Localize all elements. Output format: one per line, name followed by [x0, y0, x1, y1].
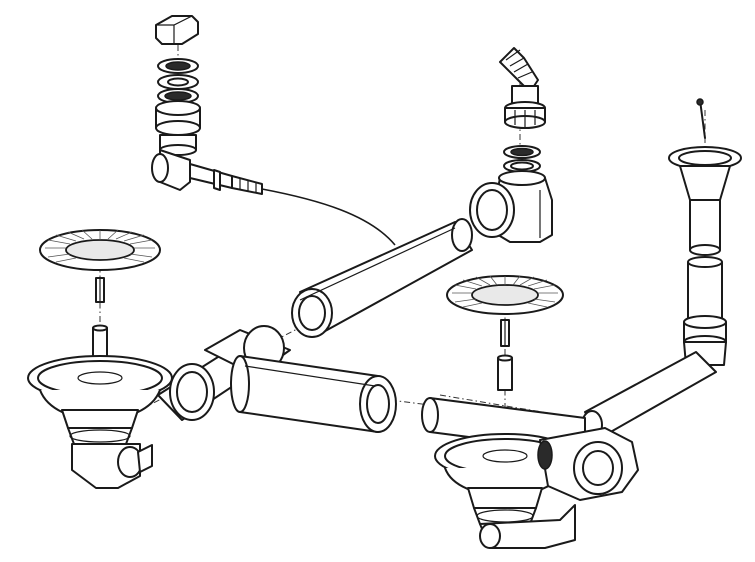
tailpiece-assembly — [668, 98, 742, 366]
pop-up-knob-icon — [155, 15, 199, 45]
left-drain-bowl — [27, 355, 173, 489]
diagonal-pipe — [291, 218, 473, 338]
control-cable — [261, 188, 396, 246]
overflow-elbow-assembly — [469, 47, 553, 243]
right-strainer-basket — [446, 275, 564, 391]
right-connector-pipe — [581, 351, 717, 440]
left-strainer-basket — [39, 229, 161, 361]
overflow-elbow-icon — [499, 47, 539, 93]
pop-up-knob-assembly — [151, 15, 396, 246]
pipe-icon — [584, 351, 717, 439]
waste-trap — [537, 427, 639, 501]
left-horizontal-pipe — [230, 355, 397, 433]
